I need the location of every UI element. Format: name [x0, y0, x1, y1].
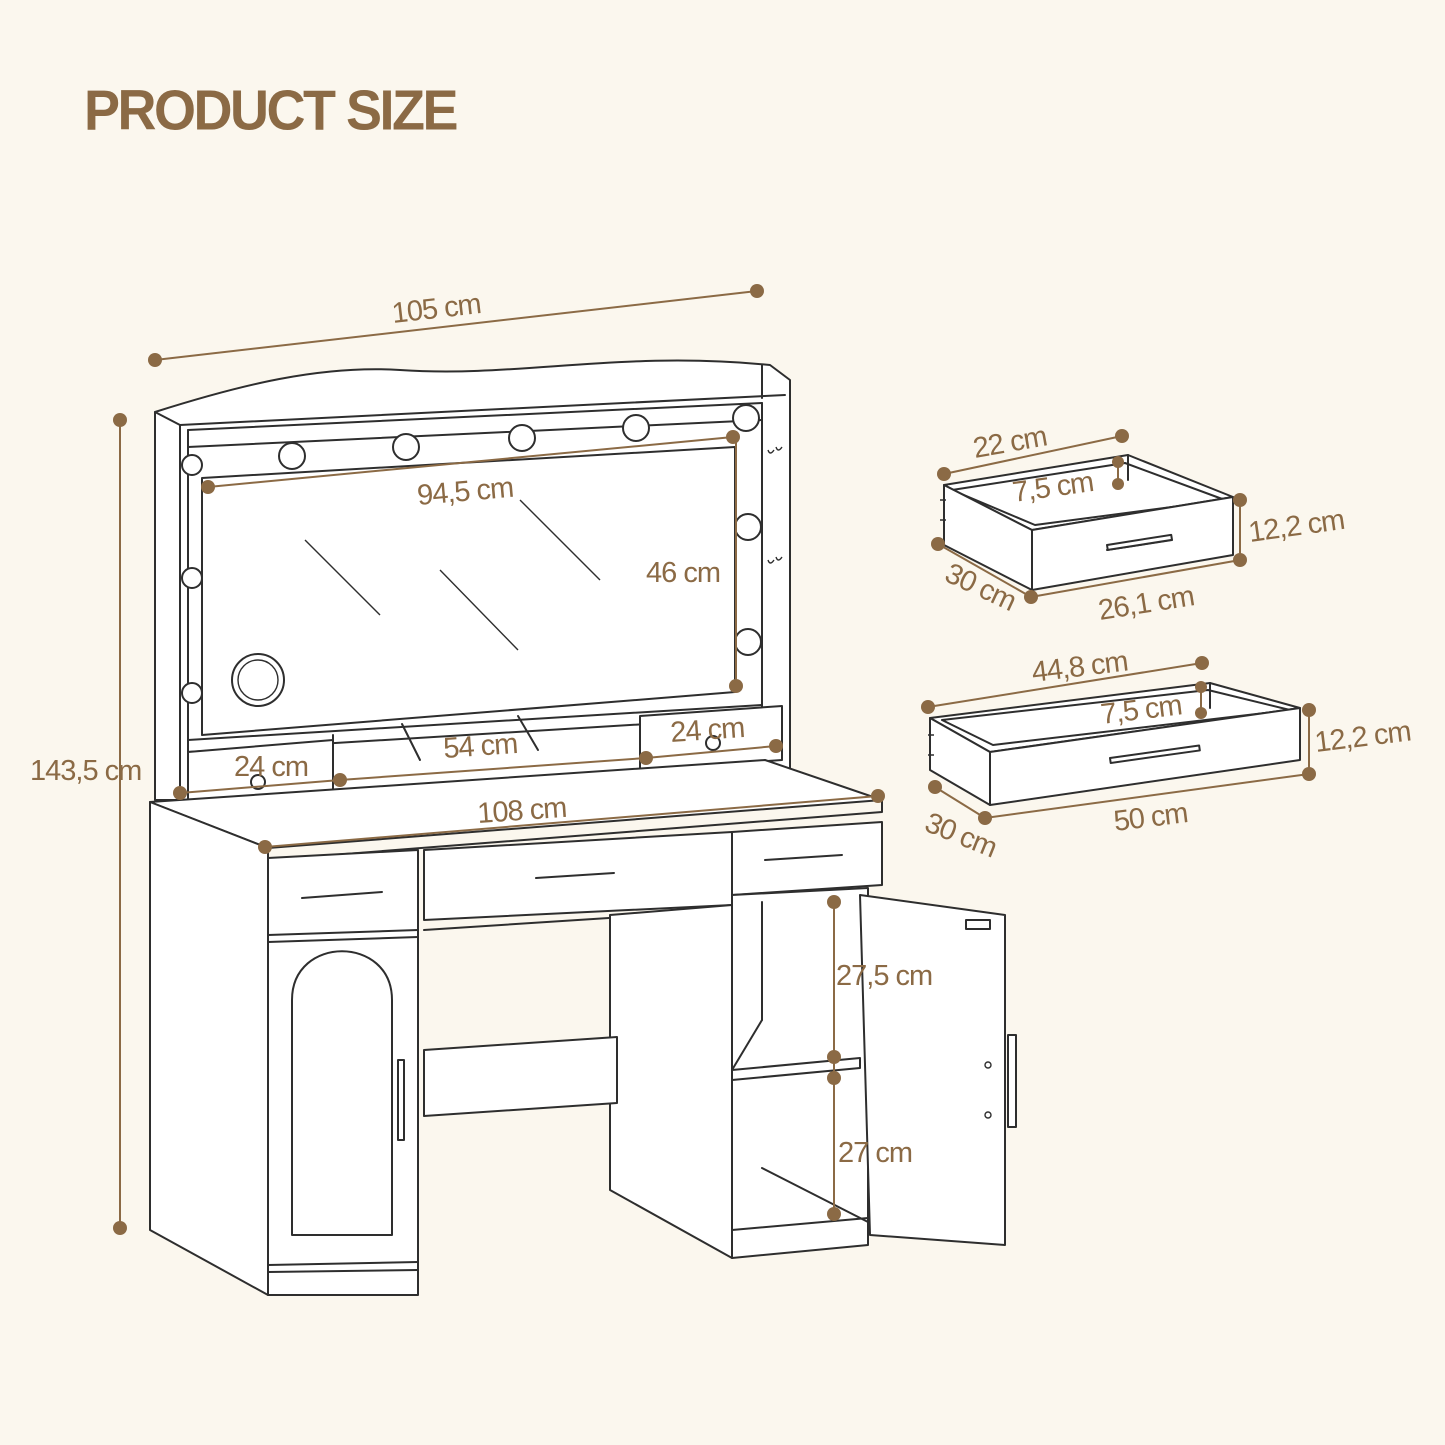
label-cabinet-upper: 27,5 cm	[836, 960, 932, 992]
label-small-drawer-width-top: 22 cm	[971, 421, 1049, 465]
label-mirror-height: 46 cm	[646, 557, 720, 589]
dimension-lines	[113, 284, 1316, 1235]
label-desk-width: 108 cm	[476, 792, 567, 830]
label-left-small-drawer: 24 cm	[234, 751, 308, 783]
label-large-drawer-front-width: 50 cm	[1112, 797, 1189, 838]
label-small-drawer-height: 12,2 cm	[1247, 504, 1347, 549]
page-title: PRODUCT SIZE	[84, 79, 459, 143]
label-large-drawer-width-top: 44,8 cm	[1030, 645, 1129, 688]
label-overall-height: 143,5 cm	[30, 755, 141, 787]
label-right-small-drawer: 24 cm	[669, 712, 745, 749]
label-cabinet-lower: 27 cm	[838, 1137, 912, 1169]
label-shelf-width: 54 cm	[442, 728, 518, 765]
label-small-drawer-front-width: 26,1 cm	[1096, 580, 1196, 627]
large-drawer-illustration	[928, 682, 1301, 806]
small-drawer-illustration	[940, 454, 1234, 591]
label-large-drawer-height: 12,2 cm	[1313, 715, 1412, 758]
vanity-table-illustration	[149, 359, 1017, 1296]
